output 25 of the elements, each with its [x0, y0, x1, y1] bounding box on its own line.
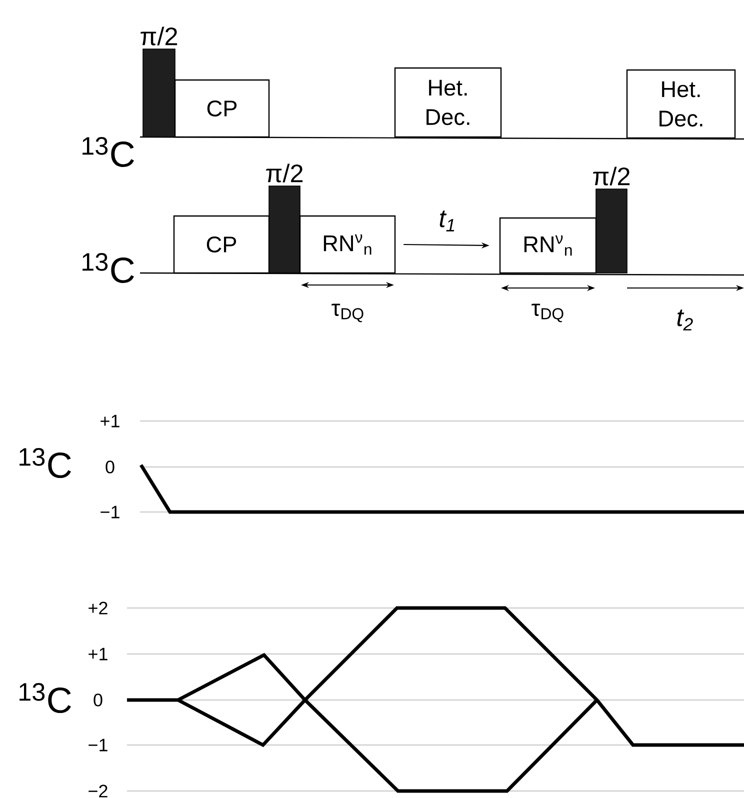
node-label: π/2 [140, 26, 178, 46]
pulse-box: Het. Dec. [394, 67, 502, 138]
pulse-box: RN$^{ν}$n [299, 215, 396, 274]
nucleus-label: $^{13}$C [82, 253, 134, 283]
tick-label: −1 [88, 738, 108, 752]
pulse-box: Het. Dec. [626, 69, 736, 139]
node-label: π/2 [593, 166, 630, 186]
pulse-box: CP [173, 215, 270, 274]
nucleus-label: $^{13}$C [20, 448, 71, 478]
nucleus-label: $^{13}$C [82, 137, 134, 167]
tick-label: 0 [94, 694, 102, 706]
pulse-box: CP [174, 79, 270, 138]
tick-label: −2 [88, 784, 108, 798]
tick-label: +1 [88, 648, 108, 660]
tick-label: +1 [100, 414, 120, 428]
tick-label: −1 [100, 506, 120, 518]
pulse-box: RN$^{ν}$n [499, 217, 597, 274]
node-label: π/2 [266, 164, 303, 182]
dimension-label: τ$_{DQ}$ [532, 304, 564, 322]
nucleus-label: $^{13}$C [20, 683, 71, 713]
edge-label: t$_{1}$ [437, 209, 458, 233]
tick-label: +2 [88, 602, 108, 614]
dimension-label: τ$_{DQ}$ [332, 304, 364, 322]
time-label: t$_{2}$ [677, 310, 693, 330]
tick-label: 0 [106, 460, 114, 474]
